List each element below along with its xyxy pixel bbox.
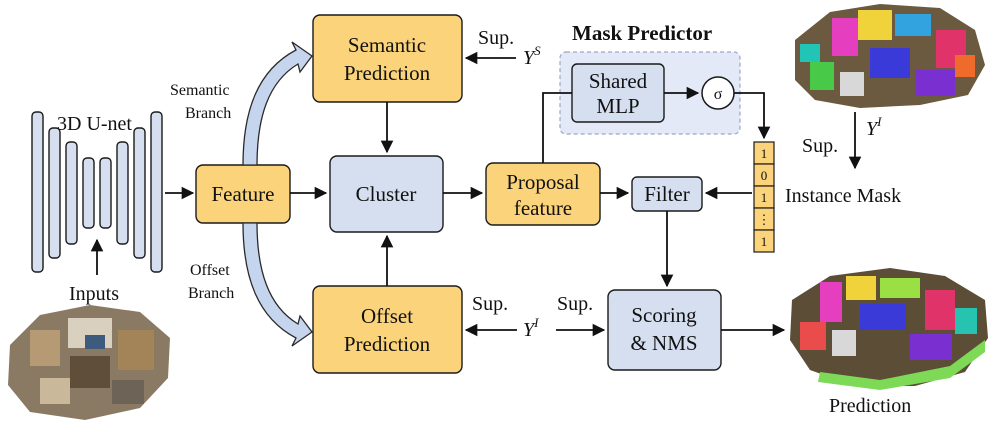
- mask-cell-1: 1: [761, 146, 768, 161]
- shared-mlp-line2: MLP: [596, 94, 639, 118]
- scoring-line1: Scoring: [631, 303, 697, 327]
- scoring-line2: & NMS: [630, 331, 697, 355]
- shared-mlp-line1: Shared: [589, 69, 648, 93]
- prediction-pointcloud-image: [790, 268, 988, 390]
- mask-cell-2: 0: [761, 168, 768, 183]
- sigma-to-mask-arrow: [734, 92, 771, 140]
- offset-prediction-node: [312, 285, 463, 374]
- y-s-label: YS: [523, 43, 541, 69]
- mask-cell-4: ⋮: [758, 212, 771, 227]
- sigma-label: σ: [714, 86, 723, 103]
- mask-vector: 1 0 1 ⋮ 1: [753, 141, 775, 253]
- cluster-node: [329, 155, 444, 233]
- proposal-feature-line2: feature: [514, 196, 572, 220]
- unet-title: 3D U-net: [57, 113, 132, 135]
- offset-prediction-line1: Offset: [361, 304, 413, 328]
- proposal-feature-line1: Proposal: [506, 170, 580, 194]
- semantic-prediction-node: [312, 14, 463, 103]
- instance-sup-label: Sup.: [802, 135, 838, 157]
- cluster-label: Cluster: [356, 182, 417, 206]
- proposal-to-mlp-line: [542, 92, 572, 163]
- offset-branch-label-line1: Offset: [190, 262, 230, 279]
- mask-cell-5: 1: [761, 234, 768, 249]
- y-i-label-top: YI: [866, 114, 882, 140]
- semantic-branch-label-line1: Semantic: [170, 82, 230, 99]
- prediction-label: Prediction: [829, 395, 911, 417]
- input-pointcloud-image: [8, 305, 170, 420]
- semantic-sup-label: Sup.: [478, 27, 514, 49]
- y-i-label-bottom: YI: [523, 315, 539, 341]
- feature-label: Feature: [212, 182, 275, 206]
- offset-sup-label: Sup.: [472, 293, 508, 315]
- offset-prediction-line2: Prediction: [344, 332, 431, 356]
- semantic-branch-label-line2: Branch: [185, 105, 231, 122]
- filter-label: Filter: [644, 182, 690, 206]
- mask-predictor-title: Mask Predictor: [572, 21, 712, 45]
- scoring-nms-node: [607, 289, 722, 371]
- mask-cell-3: 1: [761, 190, 768, 205]
- instance-mask-label: Instance Mask: [785, 185, 901, 207]
- scoring-sup-label: Sup.: [557, 293, 593, 315]
- offset-branch-arrow: [242, 222, 313, 347]
- unet-bars: [31, 111, 163, 273]
- instance-mask-pointcloud-image: [795, 4, 985, 108]
- offset-branch-label-line2: Branch: [188, 285, 234, 302]
- semantic-prediction-line1: Semantic: [348, 33, 426, 57]
- semantic-branch-arrow: [242, 41, 313, 166]
- inputs-label: Inputs: [69, 283, 119, 305]
- semantic-prediction-line2: Prediction: [344, 61, 431, 85]
